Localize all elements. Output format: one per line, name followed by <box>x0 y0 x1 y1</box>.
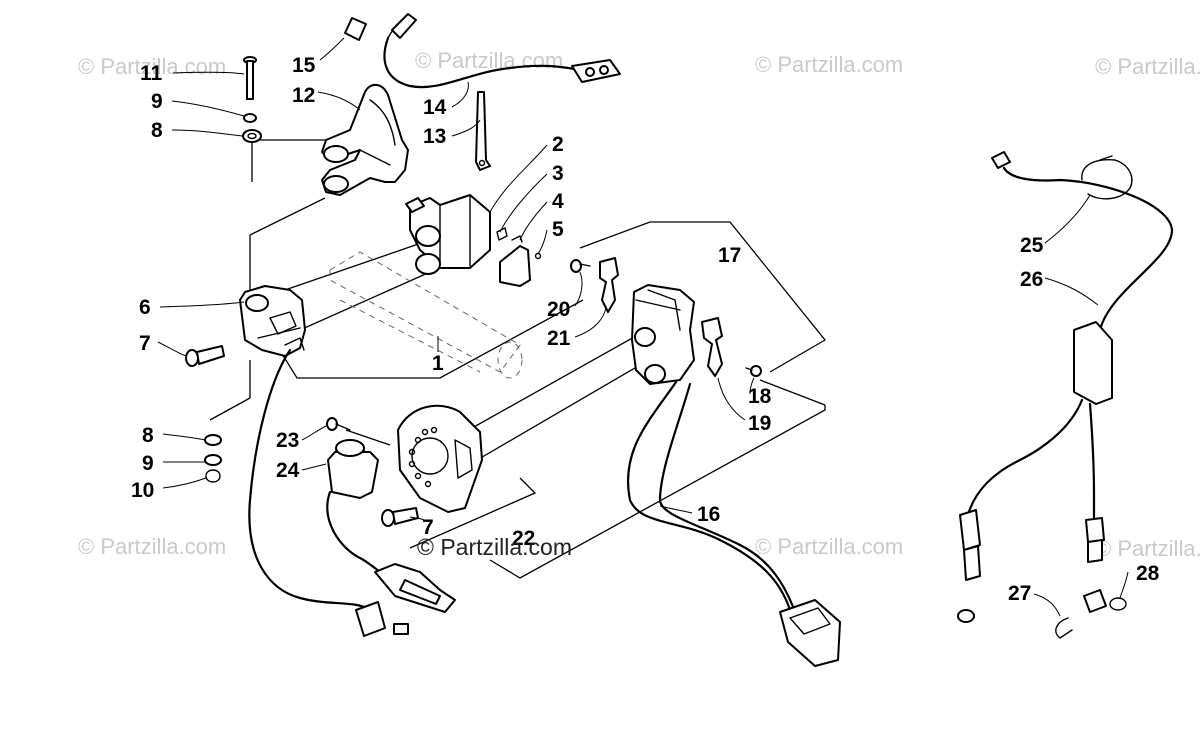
bolt-11 <box>243 56 257 100</box>
callout-21: 21 <box>547 327 571 350</box>
throttle-block-17 <box>631 284 695 385</box>
lever-21 <box>599 257 619 313</box>
washer-8-bottom <box>204 434 222 446</box>
callout-labels: 11 9 8 15 12 14 13 2 3 4 5 6 7 1 17 20 2… <box>131 54 1160 605</box>
screw-7-left <box>185 345 225 367</box>
callout-1: 1 <box>432 352 444 375</box>
screw-20 <box>570 259 591 273</box>
callout-2: 2 <box>552 133 564 156</box>
assembly-guide-lines <box>209 139 826 579</box>
callout-20: 20 <box>547 298 570 321</box>
switch-24 <box>327 439 379 499</box>
callout-9: 9 <box>142 452 154 475</box>
cable-harness-26 <box>957 151 1174 623</box>
callout-7: 7 <box>139 332 151 355</box>
clip-13 <box>475 91 491 171</box>
throttle-switch-2 <box>405 194 491 275</box>
callout-14: 14 <box>423 96 447 119</box>
plate-4 <box>499 235 531 287</box>
watermark: © Partzilla.com <box>1095 536 1200 561</box>
washer-9-top <box>243 113 257 123</box>
wire-harness-14 <box>383 13 621 89</box>
callout-8: 8 <box>142 424 154 447</box>
washer-9-bottom <box>204 454 222 466</box>
nut-28 <box>1083 589 1127 613</box>
callout-18: 18 <box>748 385 772 408</box>
watermark: © Partzilla.com <box>1095 54 1200 79</box>
terminal-15 <box>344 17 367 41</box>
callout-22: 22 <box>512 527 535 550</box>
callout-3: 3 <box>552 162 564 185</box>
callout-10: 10 <box>131 479 154 502</box>
callout-17: 17 <box>718 244 741 267</box>
clamp-25 <box>1081 155 1133 200</box>
brand-watermark: © Partzilla.com <box>417 534 572 560</box>
throttle-housing-6 <box>239 285 306 357</box>
watermark: © Partzilla.com <box>755 534 903 559</box>
wire-lower-harness <box>248 348 456 637</box>
watermark: © Partzilla.com <box>755 52 903 77</box>
callout-7: 7 <box>422 516 434 539</box>
callout-5: 5 <box>552 218 564 241</box>
callout-8: 8 <box>151 119 163 142</box>
bracket-12 <box>321 83 409 196</box>
clip-27 <box>1055 617 1073 639</box>
clip-10 <box>205 469 221 483</box>
washer-8-top <box>242 129 262 143</box>
callout-leaders <box>157 37 1129 617</box>
watermark: © Partzilla.com <box>78 534 226 559</box>
callout-4: 4 <box>552 190 564 213</box>
callout-16: 16 <box>697 503 720 526</box>
lever-19 <box>701 317 723 377</box>
callout-12: 12 <box>292 84 315 107</box>
watermark: © Partzilla.com <box>78 54 226 79</box>
watermarks: © Partzilla.com © Partzilla.com © Partzi… <box>78 48 1200 561</box>
wire-harness-16 <box>627 380 841 667</box>
dashed-outline <box>329 251 523 379</box>
callout-28: 28 <box>1136 562 1160 585</box>
callout-27: 27 <box>1008 582 1031 605</box>
callout-6: 6 <box>139 296 151 319</box>
spring-3 <box>496 227 508 241</box>
cover-22 <box>397 404 483 513</box>
callout-19: 19 <box>748 412 771 435</box>
callout-24: 24 <box>276 459 300 482</box>
screw-5 <box>534 252 542 260</box>
callout-11: 11 <box>140 62 163 85</box>
callout-26: 26 <box>1020 268 1043 291</box>
callout-15: 15 <box>292 54 316 77</box>
screw-18 <box>745 365 762 377</box>
callout-9: 9 <box>151 90 163 113</box>
callout-23: 23 <box>276 429 299 452</box>
screw-23 <box>326 417 351 431</box>
watermark: © Partzilla.com <box>415 48 563 73</box>
callout-25: 25 <box>1020 234 1044 257</box>
callout-13: 13 <box>423 125 446 148</box>
